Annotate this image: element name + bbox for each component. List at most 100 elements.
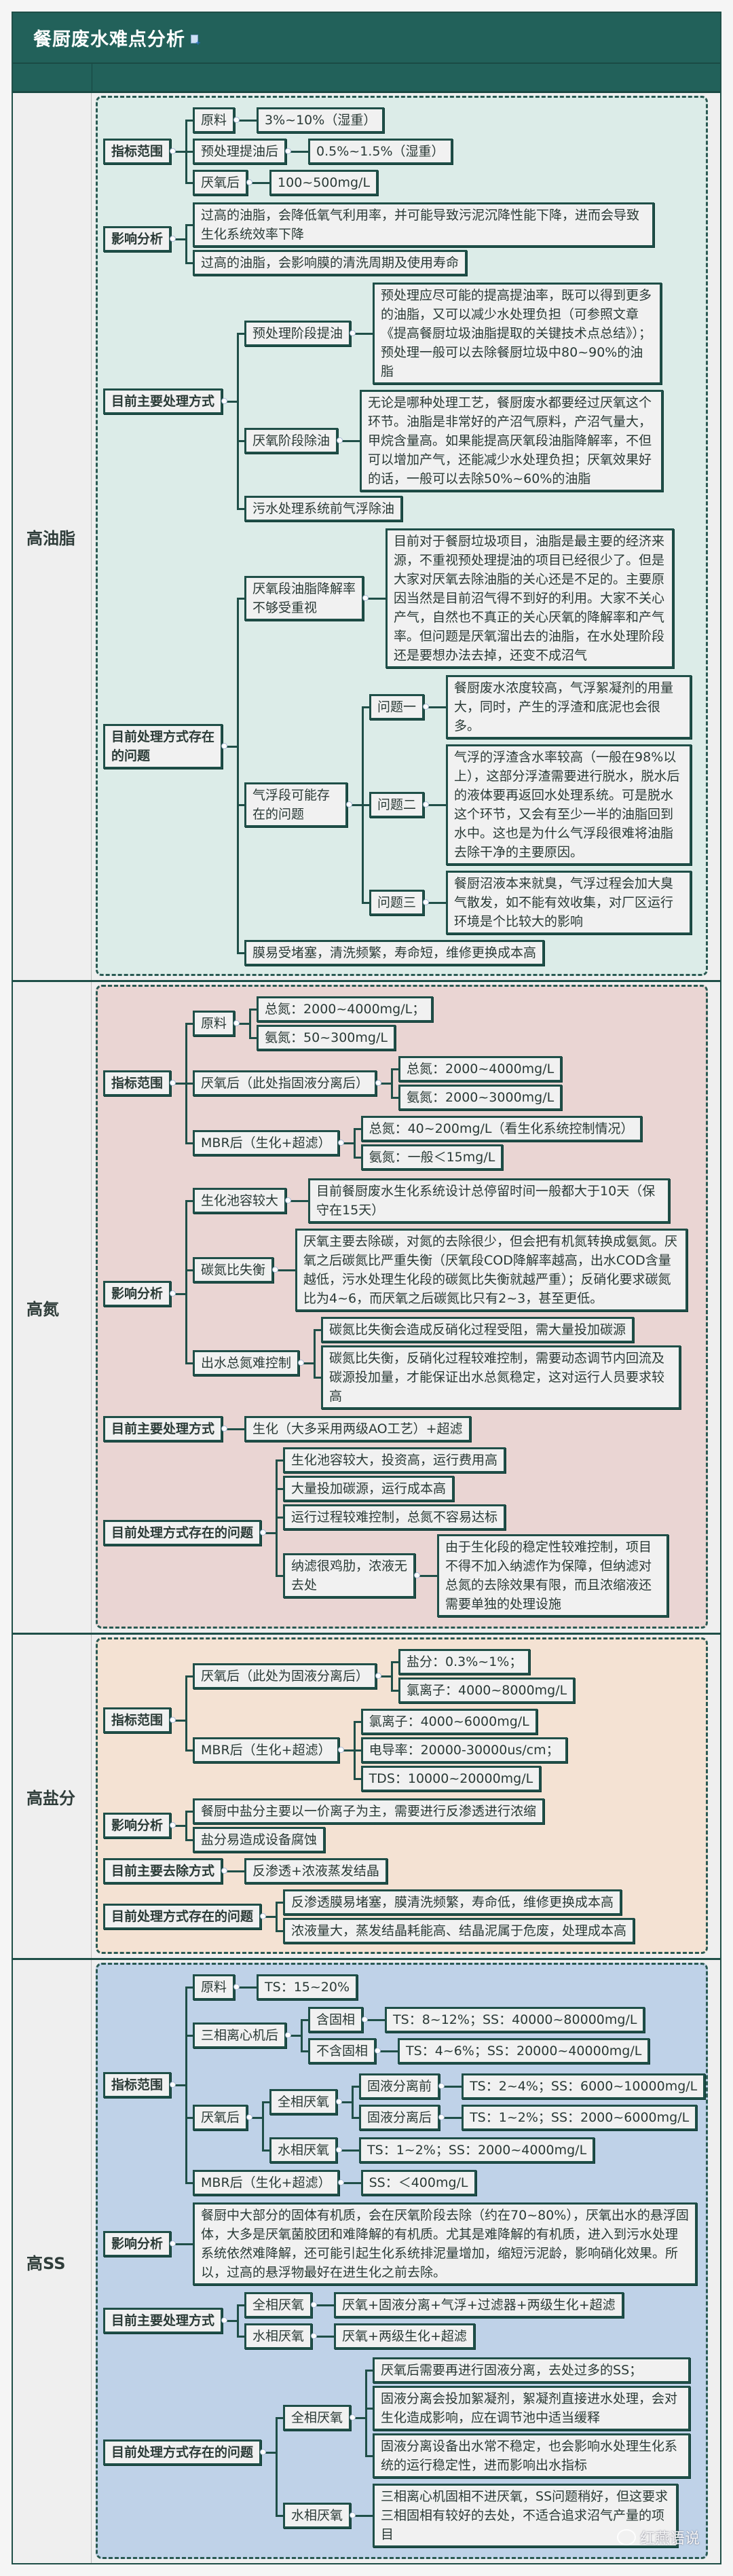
topic-key[interactable]: 目前主要处理方式 — [103, 2308, 238, 2334]
collapse-toggle-icon[interactable] — [170, 1290, 176, 1296]
topic-leaf[interactable]: 氨氮：2000~3000mg/L — [398, 1085, 563, 1110]
topic-leaf[interactable]: 餐厨中大部分的固体有机质，会在厌氧阶段去除（约在70~80%），厌氧出水的悬浮固… — [193, 2202, 698, 2285]
topic-branch[interactable]: 原料 — [193, 1011, 250, 1036]
topic-key[interactable]: 影响分析 — [103, 226, 186, 252]
topic-leaf[interactable]: 总氮：2000~4000mg/L — [398, 1056, 563, 1082]
topic-branch[interactable]: MBR后（生化+超滤） — [193, 1130, 354, 1156]
topic-leaf[interactable]: 厌氧后需要再进行固液分离，去处过多的SS； — [373, 2357, 691, 2383]
topic-leaf[interactable]: 固液分离设备出水常不稳定，也会影响水处理生化系统的运行稳定性，进而影响出水指标 — [373, 2433, 691, 2478]
collapse-toggle-icon[interactable] — [438, 2114, 445, 2120]
topic-branch[interactable]: 不含固相 — [308, 2038, 391, 2064]
collapse-toggle-icon[interactable] — [221, 1868, 228, 1874]
topic-branch[interactable]: MBR后（生化+超滤） — [193, 2170, 354, 2196]
topic-leaf[interactable]: 厌氧主要去除碳，对氮的去除很少，但会把有机氮转换成氨氮。厌氧之后碳氮比严重失衡（… — [295, 1229, 688, 1311]
topic-leaf[interactable]: 氨氮：一般＜15mg/L — [360, 1144, 504, 1170]
topic-branch[interactable]: 厌氧后（此处指固液分离后） — [193, 1070, 392, 1096]
collapse-toggle-icon[interactable] — [285, 2032, 292, 2038]
topic-leaf[interactable]: 厌氧+固液分离+气浮+过滤器+两级生化+超滤 — [334, 2292, 624, 2318]
collapse-toggle-icon[interactable] — [423, 899, 430, 905]
topic-branch[interactable]: 全相厌氧 — [269, 2089, 352, 2115]
topic-leaf[interactable]: 3%~10%（湿重） — [257, 107, 385, 133]
topic-branch[interactable]: 全相厌氧 — [283, 2405, 366, 2431]
topic-leaf[interactable]: 预处理应尽可能的提高提油率，既可以得到更多的油脂，又可以减少水处理负担（可参照文… — [373, 283, 662, 384]
topic-leaf[interactable]: 餐厨废水浓度较高，气浮絮凝剂的用量大，同时，产生的浮渣和底泥也会很多。 — [446, 675, 692, 739]
topic-leaf[interactable]: 碳氮比失衡会造成反硝化过程受阻，需大量投加碳源 — [321, 1317, 635, 1343]
topic-leaf[interactable]: TS：4~6%；SS：20000~40000mg/L — [398, 2038, 650, 2064]
topic-branch[interactable]: 厌氧段油脂降解率不够受重视 — [244, 576, 378, 621]
collapse-toggle-icon[interactable] — [311, 2302, 318, 2308]
topic-branch[interactable]: MBR后（生化+超滤） — [193, 1737, 354, 1763]
topic-leaf[interactable]: 生化池容较大，投资高，运行费用高 — [283, 1447, 506, 1473]
topic-leaf[interactable]: TS：1~2%；SS：2000~4000mg/L — [359, 2137, 595, 2163]
collapse-toggle-icon[interactable] — [221, 2317, 228, 2323]
topic-leaf[interactable]: 目前餐厨废水生化系统设计总停留时间一般都大于10天（保守在15天） — [308, 1178, 671, 1223]
collapse-toggle-icon[interactable] — [246, 2114, 253, 2120]
collapse-toggle-icon[interactable] — [438, 2083, 445, 2089]
topic-branch[interactable]: 生化池容较大 — [193, 1188, 301, 1214]
topic-branch[interactable]: 水相厌氧 — [269, 2137, 352, 2163]
collapse-toggle-icon[interactable] — [311, 2333, 318, 2339]
collapse-toggle-icon[interactable] — [170, 1080, 176, 1086]
collapse-toggle-icon[interactable] — [170, 2241, 176, 2247]
collapse-toggle-icon[interactable] — [350, 330, 356, 336]
topic-key[interactable]: 影响分析 — [103, 1281, 186, 1307]
topic-branch[interactable]: 全相厌氧 — [244, 2292, 327, 2318]
topic-branch[interactable]: 含固相 — [308, 2007, 378, 2033]
topic-key[interactable]: 目前主要处理方式 — [103, 388, 238, 414]
topic-leaf[interactable]: 膜易受堵塞，清洗频繁，寿命短，维修更换成本高 — [244, 940, 545, 966]
topic-leaf[interactable]: 厌氧+两级生化+超滤 — [334, 2323, 475, 2349]
topic-branch[interactable]: 原料 — [193, 1974, 250, 2000]
topic-leaf[interactable]: 目前对于餐厨垃圾项目，油脂是最主要的经济来源，不重视预处理提油的项目已经很少了。… — [386, 528, 674, 668]
collapse-toggle-icon[interactable] — [362, 595, 369, 601]
topic-leaf[interactable]: 大量投加碳源，运行成本高 — [283, 1476, 455, 1502]
topic-leaf[interactable]: 100~500mg/L — [269, 170, 379, 196]
collapse-toggle-icon[interactable] — [362, 2016, 369, 2022]
topic-branch[interactable]: 纳滤很鸡肋，浓液无去处 — [283, 1553, 430, 1598]
topic-branch[interactable]: 问题三 — [369, 890, 439, 915]
topic-leaf[interactable]: 0.5%~1.5%（湿重） — [308, 139, 453, 164]
collapse-toggle-icon[interactable] — [170, 1822, 176, 1828]
topic-leaf[interactable]: 盐分易造成设备腐蚀 — [193, 1827, 326, 1853]
topic-leaf[interactable]: 餐厨沼液本来就臭，气浮过程会加大臭气散发，如不能有效收集，对厂区运行环境是个比较… — [446, 871, 692, 935]
topic-branch[interactable]: 预处理阶段提油 — [244, 321, 366, 346]
collapse-toggle-icon[interactable] — [221, 398, 228, 404]
topic-branch[interactable]: 气浮段可能存在的问题 — [244, 782, 362, 827]
collapse-toggle-icon[interactable] — [423, 801, 430, 808]
topic-branch[interactable]: 问题二 — [369, 792, 439, 818]
collapse-toggle-icon[interactable] — [350, 2414, 356, 2420]
collapse-toggle-icon[interactable] — [170, 2082, 176, 2088]
topic-branch[interactable]: 预处理提油后 — [193, 139, 301, 164]
topic-key[interactable]: 目前主要处理方式 — [103, 1416, 238, 1442]
collapse-toggle-icon[interactable] — [272, 1267, 279, 1273]
topic-leaf[interactable]: TS：2~4%；SS：6000~10000mg/L — [462, 2073, 706, 2099]
note-icon[interactable] — [191, 35, 201, 47]
topic-branch[interactable]: 水相厌氧 — [283, 2503, 366, 2528]
topic-leaf[interactable]: 盐分：0.3%~1%； — [398, 1649, 531, 1675]
collapse-toggle-icon[interactable] — [337, 1747, 344, 1753]
topic-key[interactable]: 指标范围 — [103, 139, 186, 164]
collapse-toggle-icon[interactable] — [170, 1717, 176, 1723]
topic-leaf[interactable]: 运行过程较难控制，总氮不容易达标 — [283, 1504, 506, 1530]
topic-leaf[interactable]: 气浮的浮渣含水率较高（一般在98%以上），这部分浮渣需要进行脱水，脱水后的液体要… — [446, 744, 692, 865]
collapse-toggle-icon[interactable] — [346, 801, 352, 808]
topic-branch[interactable]: 问题一 — [369, 694, 439, 720]
topic-leaf[interactable]: 反渗透膜易堵塞，膜清洗频繁，寿命低，维修更换成本高 — [283, 1889, 622, 1915]
collapse-toggle-icon[interactable] — [260, 2449, 267, 2455]
collapse-toggle-icon[interactable] — [350, 2512, 356, 2518]
topic-leaf[interactable]: 反渗透+浓液蒸发结晶 — [244, 1858, 388, 1884]
topic-branch[interactable]: 出水总氮难控制 — [193, 1350, 314, 1376]
collapse-toggle-icon[interactable] — [170, 236, 176, 242]
topic-leaf[interactable]: 由于生化段的稳定性较难控制，项目不得不加入纳滤作为保障，但纳滤对总氮的去除效果有… — [437, 1534, 669, 1617]
collapse-toggle-icon[interactable] — [260, 1529, 267, 1536]
topic-leaf[interactable]: TS：15~20% — [257, 1974, 358, 2000]
topic-leaf[interactable]: 氯离子：4000~6000mg/L — [360, 1709, 538, 1735]
collapse-toggle-icon[interactable] — [233, 1020, 240, 1026]
topic-key[interactable]: 影响分析 — [103, 1813, 186, 1838]
topic-leaf[interactable]: 生化（大多采用两级AO工艺）+超滤 — [244, 1416, 471, 1442]
topic-leaf[interactable]: TS：1~2%；SS：2000~6000mg/L — [462, 2105, 698, 2130]
topic-leaf[interactable]: 过高的油脂，会影响膜的清洗周期及使用寿命 — [193, 250, 468, 276]
topic-branch[interactable]: 厌氧后（此处为固液分离后） — [193, 1663, 392, 1689]
topic-branch[interactable]: 固液分离后 — [359, 2105, 455, 2130]
topic-key[interactable]: 指标范围 — [103, 1070, 186, 1096]
topic-branch[interactable]: 厌氧阶段除油 — [244, 428, 353, 454]
